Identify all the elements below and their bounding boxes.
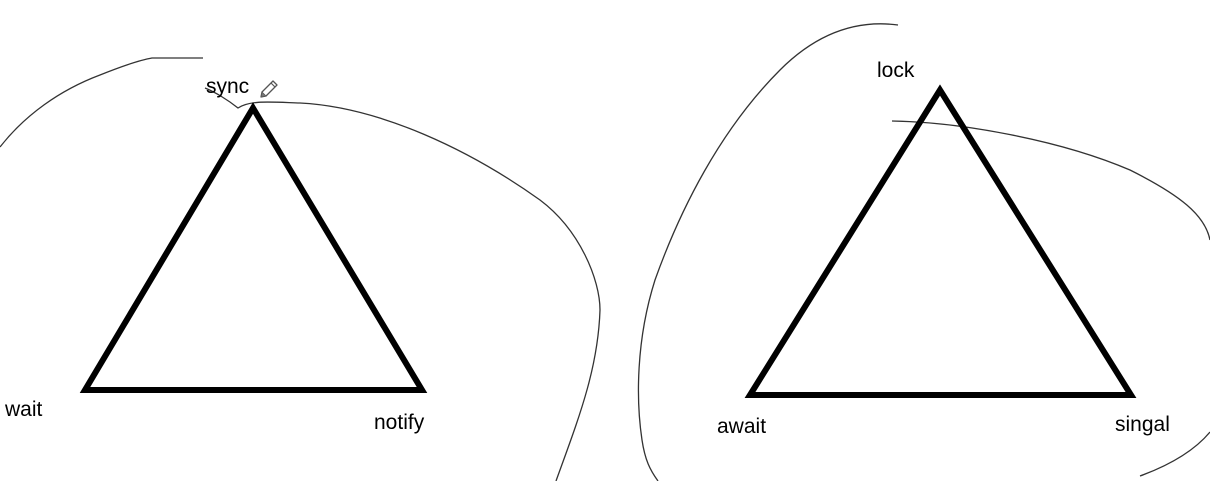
freehand-curve-right-arc xyxy=(637,23,899,481)
freehand-curve-left-hook xyxy=(204,87,601,481)
label-notify: notify xyxy=(374,411,425,434)
label-wait: wait xyxy=(5,398,43,421)
freehand-curve-right-sweep xyxy=(891,120,1210,241)
left-triangle xyxy=(79,102,428,393)
label-sync: sync xyxy=(206,75,250,98)
right-triangle xyxy=(744,84,1137,398)
freehand-curve-right-tail xyxy=(1139,431,1210,477)
label-await: await xyxy=(717,415,767,438)
label-lock: lock xyxy=(877,59,915,82)
pencil-icon xyxy=(260,80,278,98)
label-singal: singal xyxy=(1115,413,1170,436)
freehand-curve-left-arc xyxy=(0,57,203,148)
